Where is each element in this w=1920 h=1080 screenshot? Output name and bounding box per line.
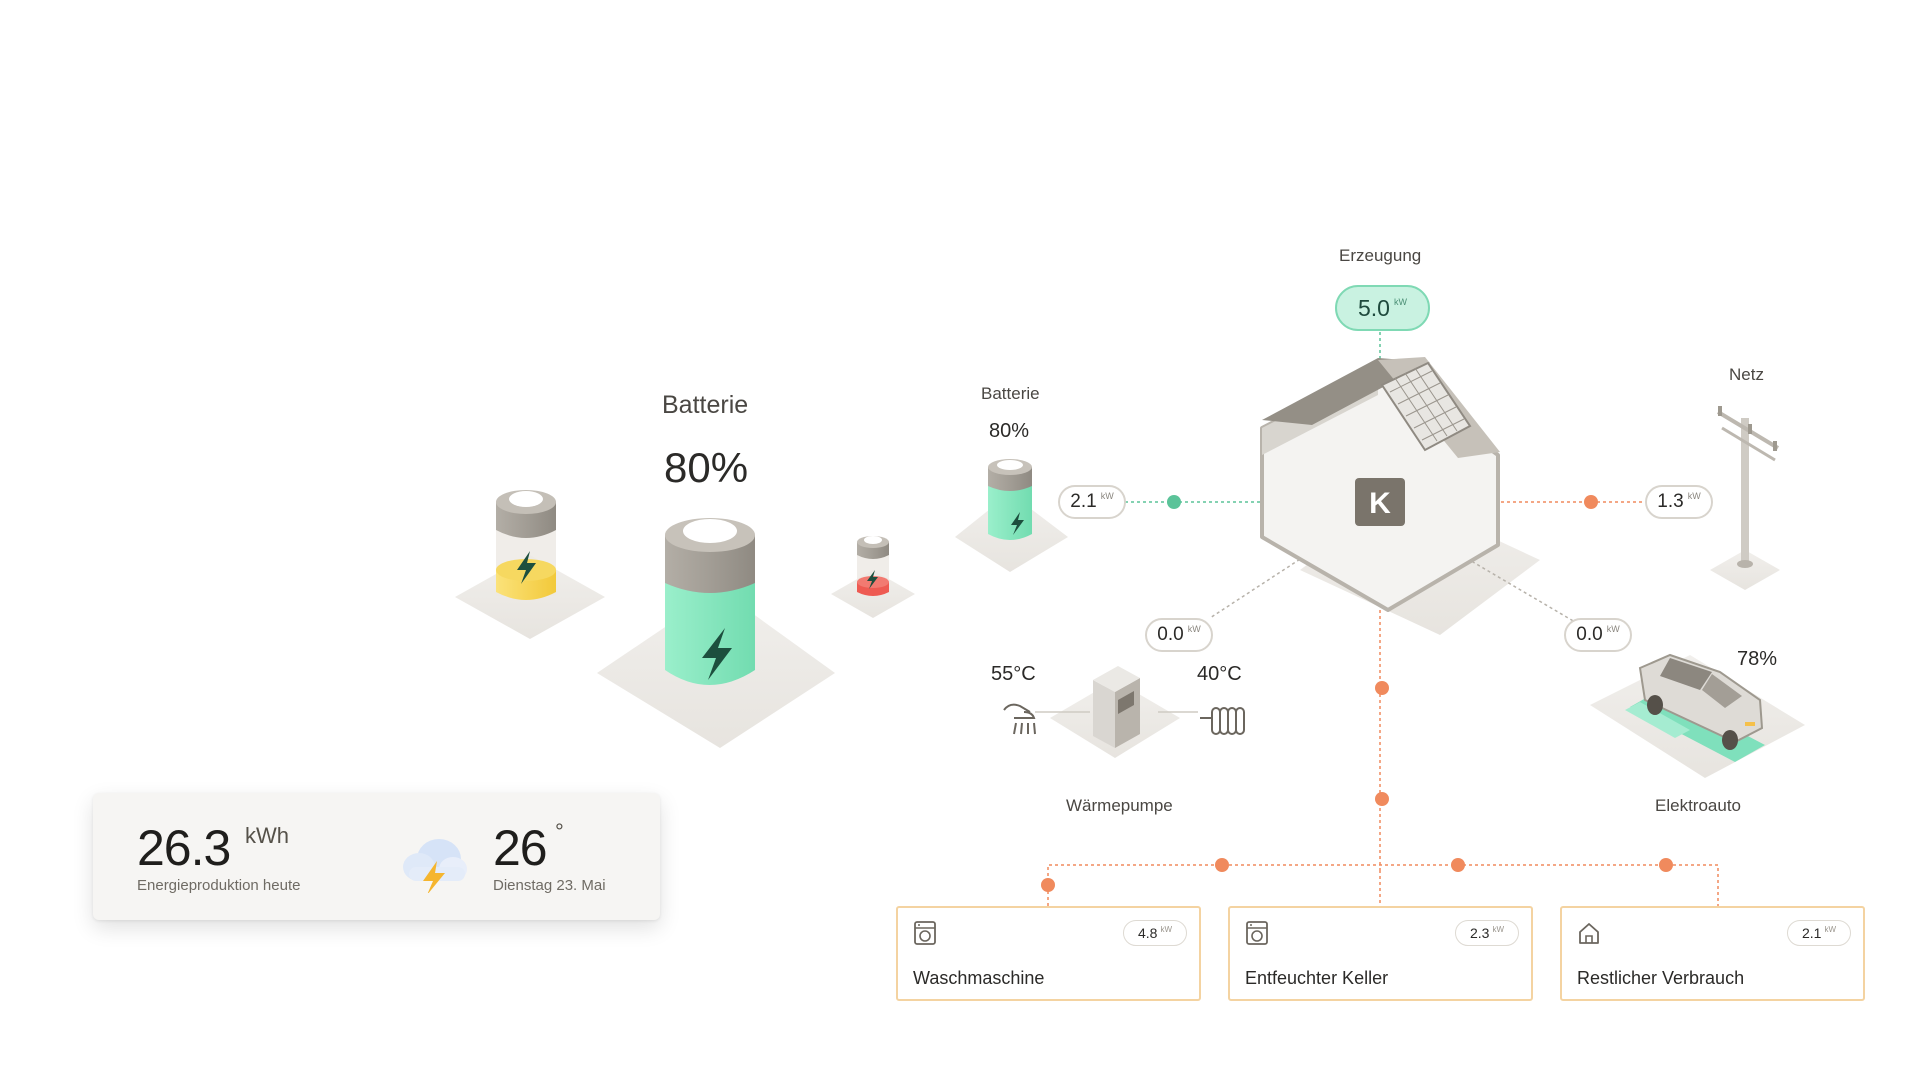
temperature-value: 26 <box>493 820 548 876</box>
thunderstorm-cloud-icon <box>403 839 467 893</box>
battery-percent: 80% <box>664 444 749 491</box>
device-name: Restlicher Verbrauch <box>1577 968 1745 988</box>
battery-main-large <box>597 518 835 748</box>
heatpump-power-unit: kW <box>1187 624 1201 634</box>
date-label: Dienstag 23. Mai <box>493 877 606 894</box>
ev-label: Elektroauto <box>1655 796 1741 815</box>
device-power-value: 2.1 <box>1801 925 1822 941</box>
energy-value: 26.3 <box>137 820 231 876</box>
generation-unit: kW <box>1393 297 1407 307</box>
device-power-unit: kW <box>1824 924 1836 934</box>
battery-node-label: Batterie <box>981 384 1040 403</box>
ev-percent: 78% <box>1737 648 1778 670</box>
grid-label: Netz <box>1729 365 1764 384</box>
dehumidifier-icon <box>1246 921 1268 945</box>
flow-dots <box>1041 430 1673 892</box>
generation-value: 5.0 <box>1358 294 1390 321</box>
energy-unit: kWh <box>245 823 289 848</box>
device-power-value: 2.3 <box>1469 925 1490 941</box>
device-power-unit: kW <box>1492 924 1504 934</box>
battery-title: Batterie <box>662 391 749 419</box>
battery-power-unit: kW <box>1100 491 1114 501</box>
battery-yellow-small <box>455 490 605 639</box>
energy-caption: Energieproduktion heute <box>137 877 301 894</box>
heating-temperature: 40°C <box>1197 663 1242 685</box>
battery-red-small <box>831 536 915 618</box>
device-power-unit: kW <box>1160 924 1172 934</box>
generation-label: Erzeugung <box>1339 246 1422 265</box>
heatpump-illustration <box>1093 666 1140 748</box>
washing-machine-icon <box>914 921 936 945</box>
shower-icon <box>1003 703 1036 735</box>
grid-pole-illustration <box>1716 406 1780 568</box>
grid-node-floor <box>1710 550 1780 590</box>
hub-logo: K <box>1369 487 1391 520</box>
stats-card: 26.3 kWh Energieproduktion heute 26 ° Di… <box>93 793 660 920</box>
ev-power-unit: kW <box>1606 624 1620 634</box>
heatpump-power-value: 0.0 <box>1157 624 1184 645</box>
battery-node-percent: 80% <box>989 420 1030 442</box>
temperature-unit: ° <box>555 819 564 844</box>
battery-node-illustration <box>988 459 1032 540</box>
grid-power-value: 1.3 <box>1657 491 1684 512</box>
ev-power-value: 0.0 <box>1576 624 1603 645</box>
device-power-value: 4.8 <box>1137 925 1158 941</box>
house-illustration <box>1260 357 1500 612</box>
battery-power-value: 2.1 <box>1070 491 1097 512</box>
radiator-icon <box>1200 707 1245 735</box>
heatpump-label: Wärmepumpe <box>1066 796 1173 815</box>
home-icon <box>1579 923 1599 944</box>
ev-illustration <box>1625 653 1765 762</box>
water-temperature: 55°C <box>991 663 1036 685</box>
grid-power-unit: kW <box>1687 491 1701 501</box>
device-name: Waschmaschine <box>913 968 1045 988</box>
device-name: Entfeuchter Keller <box>1245 968 1389 988</box>
